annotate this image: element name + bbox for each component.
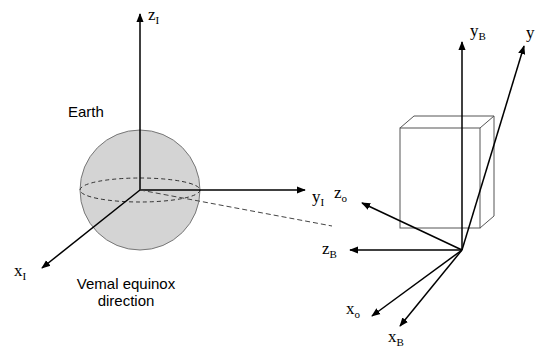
axis-label: zI	[148, 6, 159, 26]
spacecraft-box	[400, 116, 494, 228]
axis-label: xo	[346, 300, 360, 320]
axis-label: y	[526, 24, 535, 43]
axis-label: zo	[334, 184, 347, 204]
direction-note: Vemal equinox direction	[58, 276, 194, 309]
body-axes	[350, 42, 524, 326]
z-axis	[139, 14, 141, 190]
axis-label: yI	[312, 188, 324, 208]
x-axis	[42, 190, 140, 268]
y-axis	[140, 189, 305, 191]
axis-label: xI	[14, 262, 26, 282]
radius-line	[140, 190, 332, 226]
axis-label: zB	[322, 240, 337, 260]
axis-label: yB	[470, 22, 486, 42]
body-name: Earth	[68, 104, 104, 121]
axis-label: xB	[388, 328, 404, 348]
